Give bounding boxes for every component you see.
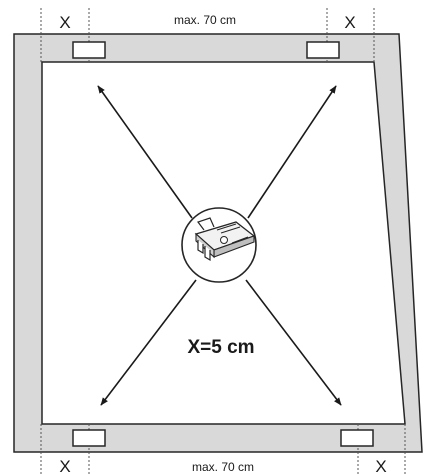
arrow-down-left xyxy=(100,279,197,406)
max-width-bottom-label: max. 70 cm xyxy=(192,460,254,474)
max-width-top-label: max. 70 cm xyxy=(174,13,236,27)
x-marker-bottom-left: X xyxy=(59,457,70,474)
arrow-down-right xyxy=(245,279,342,406)
arrow-up-right xyxy=(247,85,337,219)
clip-bottom-left xyxy=(72,429,106,447)
x-marker-bottom-right: X xyxy=(375,457,386,474)
fastening-clip-icon xyxy=(181,207,257,283)
arrow-up-left xyxy=(97,85,193,219)
formula-label: X=5 cm xyxy=(187,337,254,358)
x-marker-top-left: X xyxy=(59,13,70,32)
clip-top-left xyxy=(72,41,106,59)
diagonal-arrows xyxy=(97,85,342,406)
x-marker-top-right: X xyxy=(344,13,355,32)
clip-top-right xyxy=(306,41,340,59)
clip-bottom-right xyxy=(340,429,374,447)
